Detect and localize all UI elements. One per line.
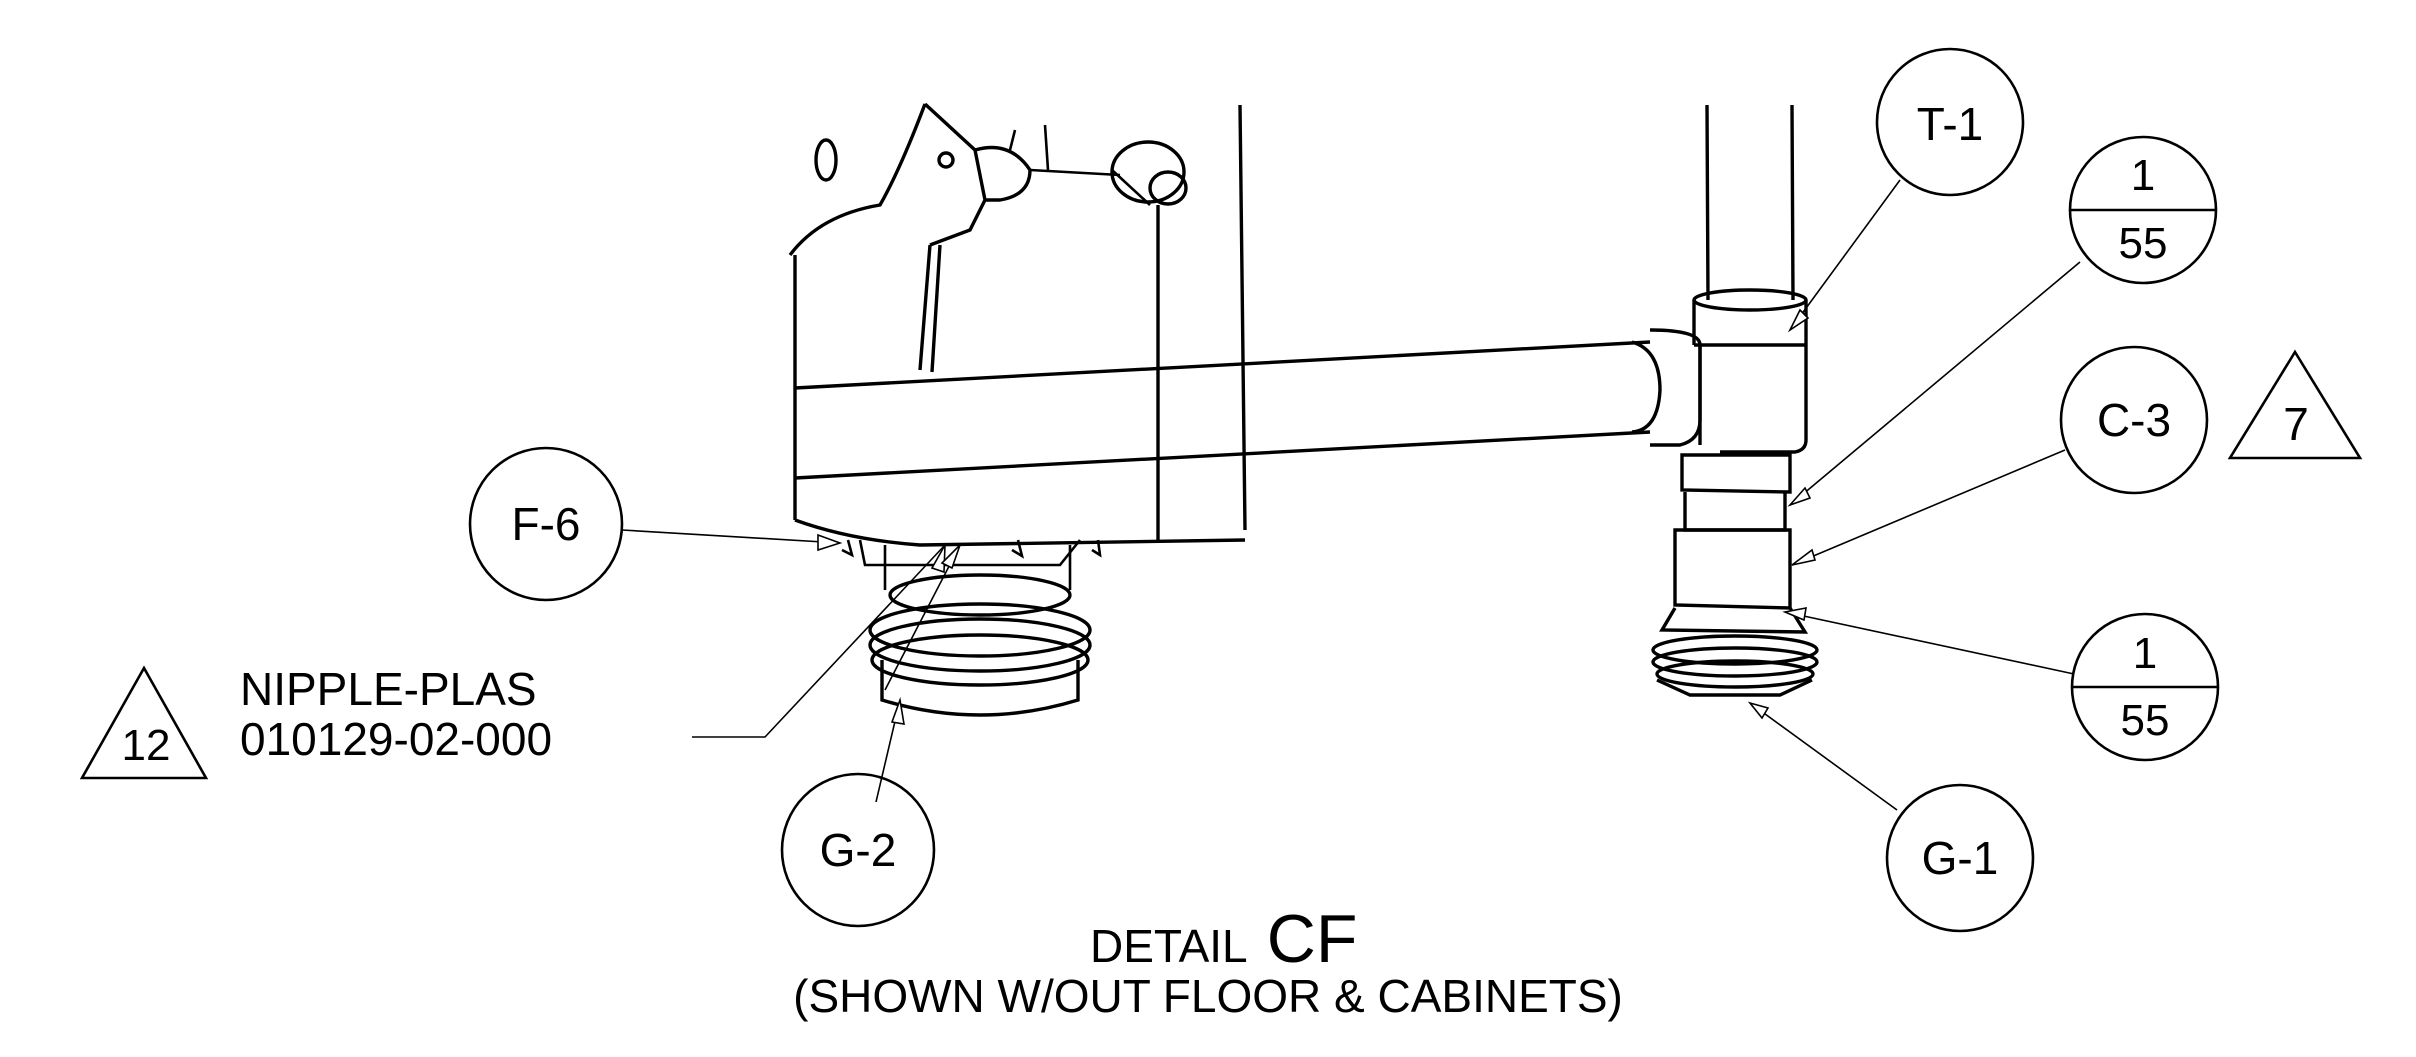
detail-note: (SHOWN W/OUT FLOOR & CABINETS): [793, 970, 1623, 1022]
callout-c3-label: C-3: [2097, 394, 2171, 446]
sheet-ref-upper-bottom: 55: [2119, 219, 2168, 268]
revision-flag-12-label: 12: [122, 721, 171, 770]
callout-g2-label: G-2: [820, 824, 897, 876]
sheet-ref-upper-top: 1: [2131, 151, 2155, 200]
drain-unit-body: [788, 102, 1247, 547]
drain-fitting-nipple: [841, 539, 1102, 717]
detail-title-text: DETAIL CF: [1090, 901, 1357, 977]
callout-g1-label: G-1: [1922, 832, 1999, 884]
detail-id: CF: [1267, 901, 1358, 977]
sheet-ref-lower: 1 55: [2070, 612, 2220, 762]
callout-g2: G-2: [780, 772, 936, 928]
callout-f6-label: F-6: [512, 498, 581, 550]
revision-flag-7: 7: [2227, 349, 2363, 460]
vertical-drain-pipe: [1649, 104, 1819, 697]
leader-lines: [621, 179, 2081, 811]
sheet-ref-lower-bottom: 55: [2121, 696, 2170, 745]
callout-t1-label: T-1: [1917, 98, 1983, 150]
callout-g1: G-1: [1885, 783, 2035, 933]
callout-t1: T-1: [1875, 47, 2025, 197]
part-note-name: NIPPLE-PLAS: [240, 663, 537, 715]
detail-title: DETAIL CF (SHOWN W/OUT FLOOR & CABINETS): [793, 901, 1623, 1022]
callout-c3: C-3: [2059, 345, 2209, 495]
part-note: NIPPLE-PLAS 010129-02-000: [240, 663, 552, 765]
sheet-ref-upper: 1 55: [2068, 135, 2218, 285]
part-note-number: 010129-02-000: [240, 713, 552, 765]
revision-flag-12: 12: [79, 665, 209, 780]
detail-prefix: DETAIL: [1090, 920, 1247, 972]
sheet-ref-lower-top: 1: [2133, 629, 2157, 678]
callout-f6: F-6: [468, 446, 624, 602]
horizontal-drain-pipe: [794, 340, 1662, 480]
revision-flag-7-label: 7: [2283, 398, 2309, 450]
